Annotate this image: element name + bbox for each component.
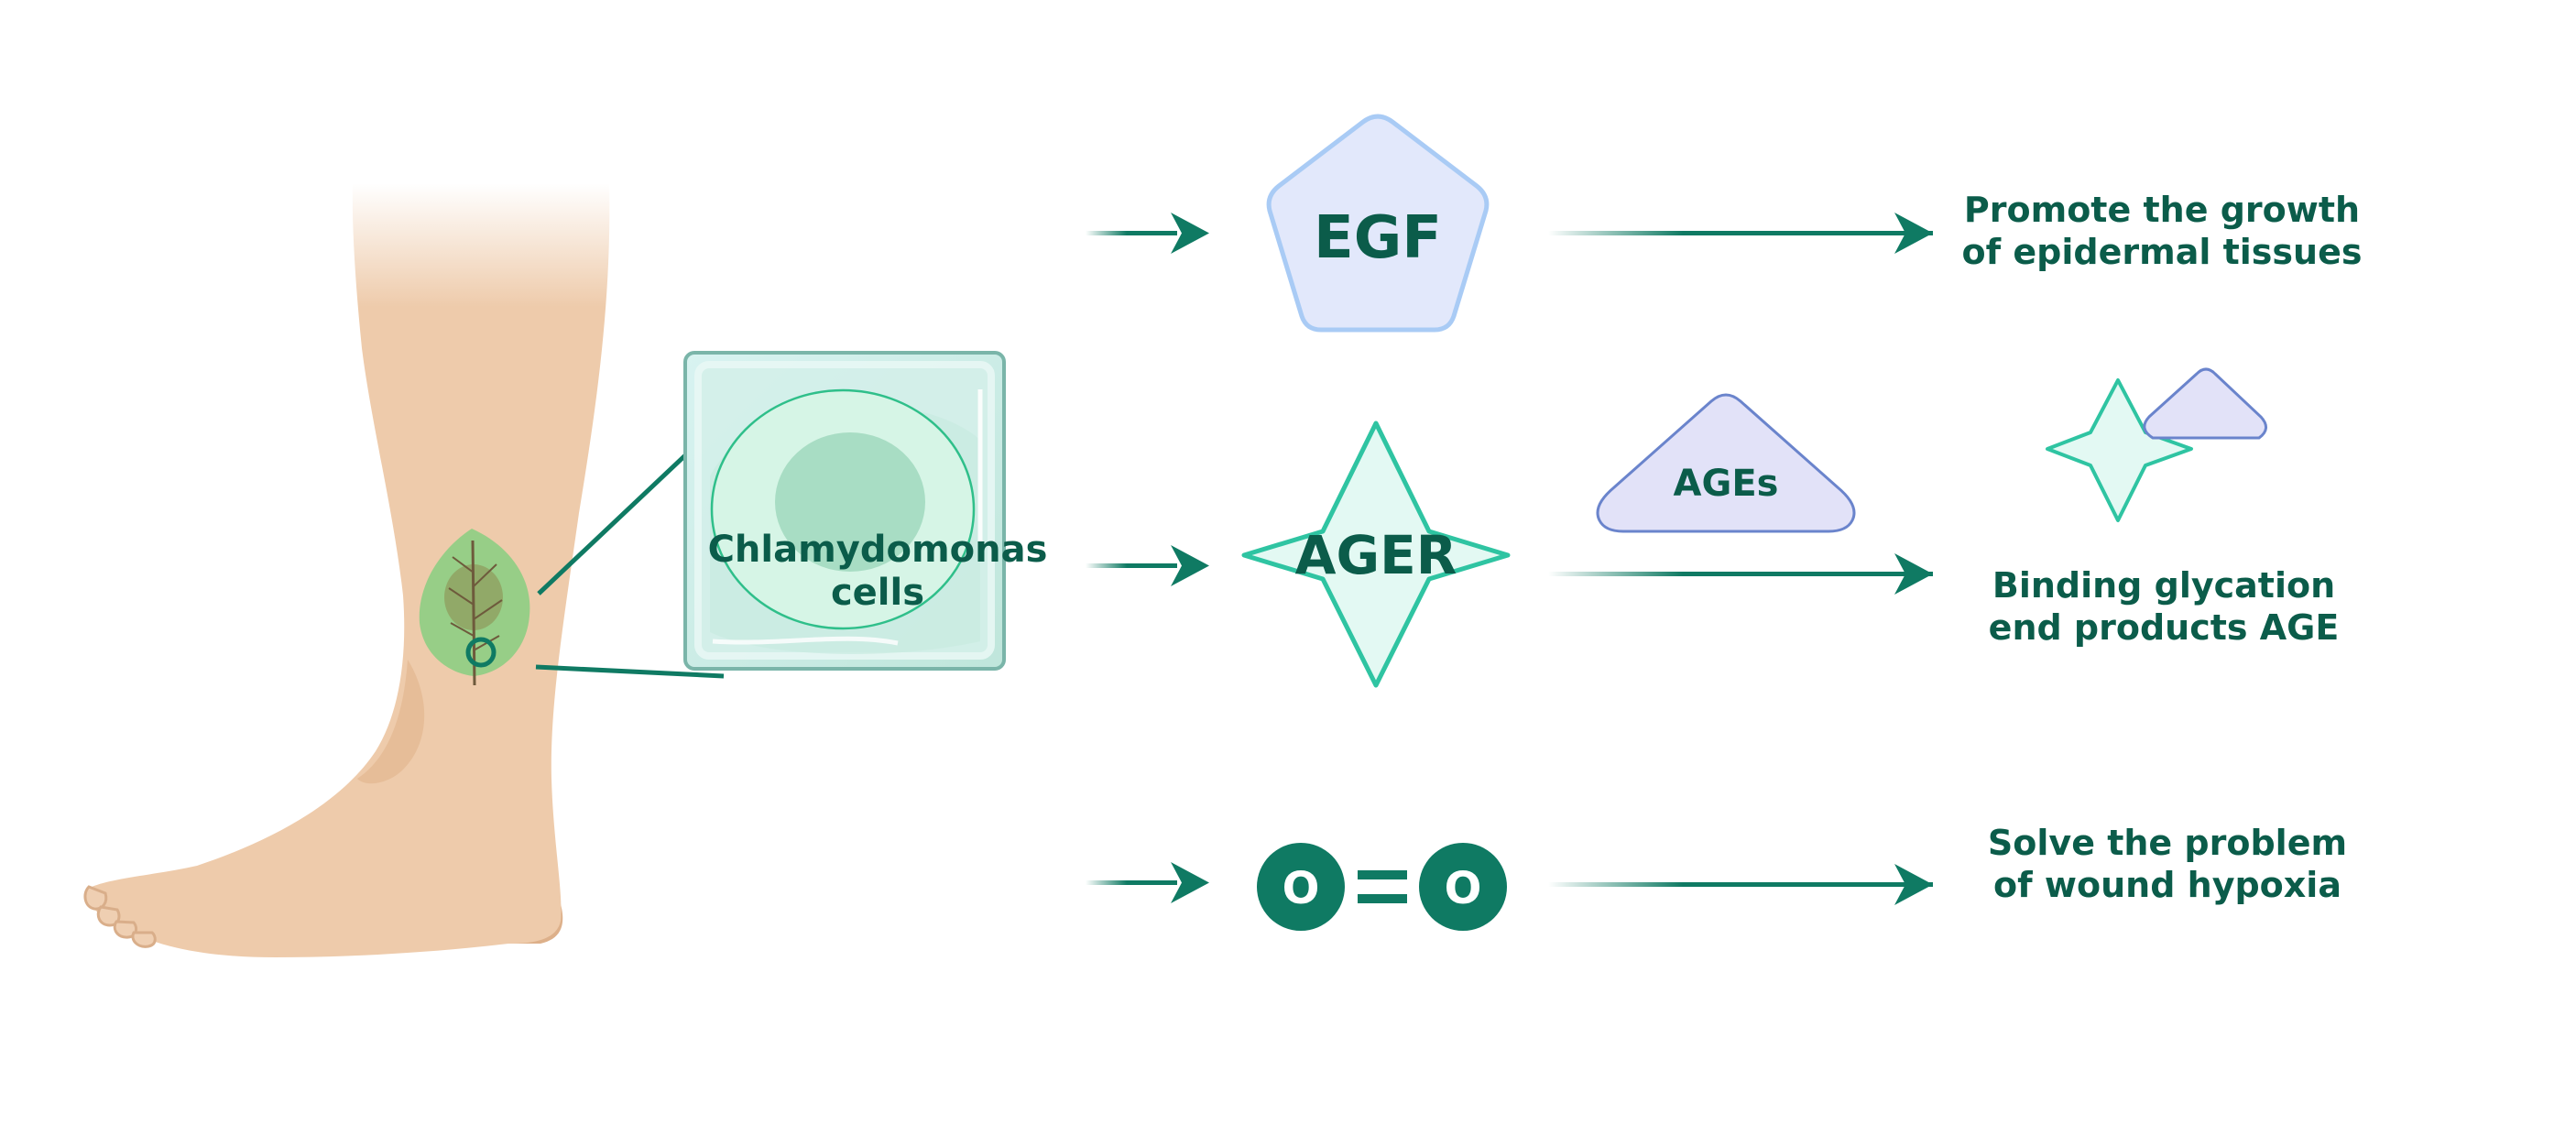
- egf-outcome-line2: of epidermal tissues: [1962, 232, 2363, 272]
- egf-outcome-line1: Promote the growth: [1964, 190, 2360, 230]
- row-oxygen: O O Solve the problem of wound hypoxia: [1086, 823, 2347, 931]
- leaf-patch-icon: [419, 529, 530, 686]
- arrow-out-ager: [1548, 553, 1933, 595]
- oxygen-outcome-line2: of wound hypoxia: [1993, 865, 2341, 905]
- oxygen-molecule-icon: O O: [1257, 843, 1507, 931]
- leg-body: [89, 183, 610, 957]
- arrow-in-ager: [1086, 545, 1209, 586]
- arrow-out-oxygen: [1548, 864, 1933, 905]
- arrow-out-egf: [1548, 213, 1933, 254]
- ager-outcome-line2: end products AGE: [1989, 607, 2340, 648]
- oxygen-atom-2: O: [1445, 863, 1482, 914]
- row-egf: EGF Promote the growth of epidermal tiss…: [1086, 114, 2363, 333]
- triangle-icon: [1596, 393, 1856, 533]
- zoom-lines: [535, 439, 725, 679]
- cell-label-line1: Chlamydomonas: [708, 529, 1048, 571]
- oxygen-outcome-line1: Solve the problem: [1988, 823, 2347, 863]
- star-triangle-binding-icon: [2046, 367, 2267, 522]
- arrow-in-egf: [1086, 213, 1209, 254]
- ager-outcome-line1: Binding glycation: [1992, 565, 2335, 606]
- chlamydomonas-cell-icon: [683, 351, 1006, 671]
- pentagon-icon: [1266, 114, 1490, 333]
- toes: [83, 885, 157, 948]
- ager-label: AGER: [1295, 524, 1457, 586]
- ages-label: AGEs: [1674, 463, 1779, 505]
- wound-site-marker: [465, 637, 497, 668]
- ankle-shade: [357, 660, 425, 784]
- leg-illustration: [83, 183, 610, 957]
- row-ager: AGER AGEs Binding glycation end products…: [1086, 367, 2340, 688]
- egf-label: EGF: [1314, 204, 1442, 272]
- cell-label-line2: cells: [831, 572, 924, 614]
- four-point-star-icon: [1241, 421, 1511, 688]
- arrow-in-oxygen: [1086, 862, 1209, 903]
- oxygen-atom-1: O: [1283, 863, 1320, 914]
